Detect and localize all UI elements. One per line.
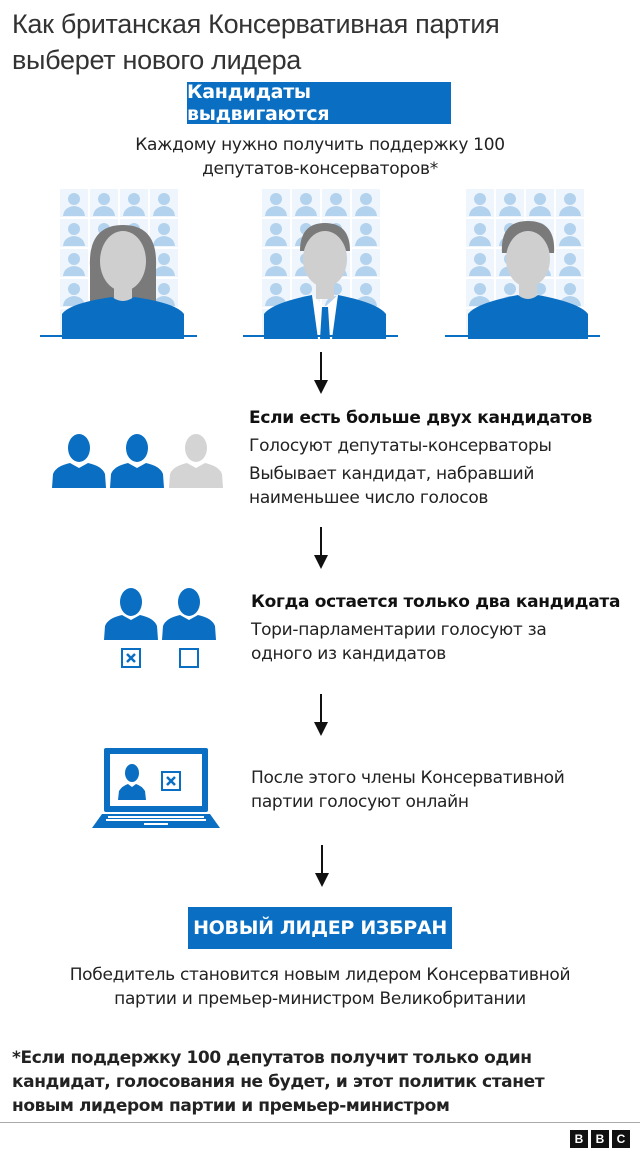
step-online-vote-line-1: После этого члены Консервативной	[251, 768, 565, 788]
bbc-logo: B B C	[570, 1130, 630, 1148]
bbc-logo-letter: C	[612, 1130, 630, 1148]
man-in-suit-candidate-icon	[262, 189, 386, 339]
step-two-candidates: Когда остается только два кандидата Тори…	[251, 590, 636, 666]
footnote: *Если поддержку 100 депутатов получит то…	[12, 1046, 612, 1118]
two-candidates-ballot-icon	[104, 588, 216, 668]
footnote-line-1: *Если поддержку 100 депутатов получит то…	[12, 1048, 532, 1068]
stage-nomination-box: Кандидаты выдвигаются	[187, 81, 451, 125]
page-title: Как британская Консервативная партия выб…	[12, 6, 632, 78]
nomination-desc-line-1: Каждому нужно получить поддержку 100	[135, 135, 505, 155]
eliminated-candidate-icon	[169, 434, 223, 488]
step-more-than-two-line-1: Голосуют депутаты-консерваторы	[249, 436, 552, 456]
step-online-vote: После этого члены Консервативной партии …	[251, 766, 631, 814]
laptop-online-vote-icon	[92, 748, 220, 828]
stage-new-leader-box: НОВЫЙ ЛИДЕР ИЗБРАН	[188, 907, 452, 949]
step-more-than-two-line-2: Выбывает кандидат, набравший	[249, 464, 535, 484]
step-more-than-two-line-3: наименьшее число голосов	[249, 488, 489, 508]
man-candidate-icon	[466, 189, 588, 339]
candidates-illustration	[40, 185, 600, 339]
footer-divider	[0, 1122, 640, 1123]
step-online-vote-line-2: партии голосуют онлайн	[251, 792, 469, 812]
footnote-line-3: новым лидером партии и премьер-министром	[12, 1096, 450, 1116]
title-line-1: Как британская Консервативная партия	[12, 9, 500, 39]
step-two-candidates-line-2: одного из кандидатов	[251, 644, 446, 664]
arrow-down-icon	[315, 845, 329, 887]
step-two-candidates-heading: Когда остается только два кандидата	[251, 592, 621, 612]
new-leader-desc-line-2: партии и премьер-министром Великобритани…	[114, 989, 526, 1009]
title-line-2: выберет нового лидера	[12, 45, 302, 75]
stage-nomination-label: Кандидаты выдвигаются	[187, 81, 330, 125]
arrow-down-icon	[314, 352, 328, 394]
new-leader-description: Победитель становится новым лидером Конс…	[0, 963, 640, 1011]
woman-candidate-icon	[60, 189, 184, 339]
checked-box-icon	[161, 771, 181, 791]
arrow-down-icon	[314, 694, 328, 736]
footnote-line-2: кандидат, голосования не будет, и этот п…	[12, 1072, 545, 1092]
candidate-silhouette-icon	[162, 588, 216, 640]
arrow-down-icon	[314, 527, 328, 569]
checked-box-icon	[121, 648, 141, 668]
new-leader-desc-line-1: Победитель становится новым лидером Конс…	[69, 965, 571, 985]
candidate-silhouette-icon	[52, 434, 106, 488]
candidate-silhouette-icon	[110, 434, 164, 488]
step-two-candidates-line-1: Тори-парламентарии голосуют за	[251, 620, 547, 640]
candidate-silhouette-icon	[118, 764, 146, 800]
nomination-desc-line-2: депутатов-консерваторов*	[202, 159, 438, 179]
candidate-silhouette-icon	[104, 588, 158, 640]
step-more-than-two: Если есть больше двух кандидатов Голосую…	[249, 406, 629, 510]
empty-box-icon	[179, 648, 199, 668]
bbc-logo-letter: B	[570, 1130, 588, 1148]
bbc-logo-letter: B	[591, 1130, 609, 1148]
three-candidates-icon	[52, 434, 223, 488]
nomination-description: Каждому нужно получить поддержку 100 деп…	[0, 133, 640, 181]
step-more-than-two-heading: Если есть больше двух кандидатов	[249, 408, 593, 428]
stage-new-leader-label: НОВЫЙ ЛИДЕР ИЗБРАН	[193, 917, 447, 939]
